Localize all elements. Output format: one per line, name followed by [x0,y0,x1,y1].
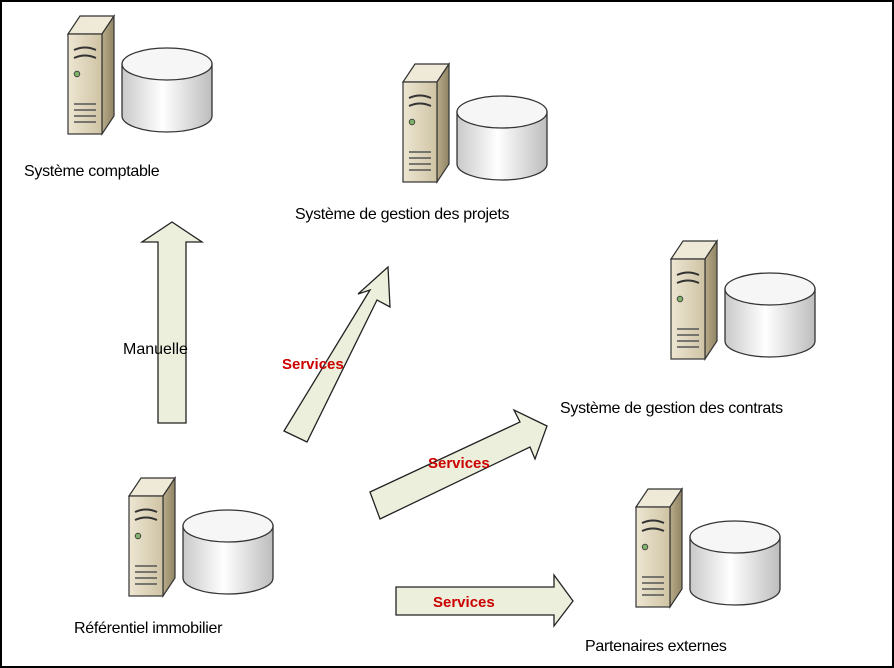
server-icon-referentiel [128,477,274,597]
arrow-manuelle [139,221,205,424]
label-systeme-gestion-contrats: Système de gestion des contrats [560,400,783,417]
label-systeme-gestion-projets: Système de gestion des projets [295,206,510,223]
label-flow-services-partenaires: Services [433,594,495,611]
label-flow-services-projets: Services [282,356,344,373]
server-icon-contrats [670,240,816,360]
arrow-services-partenaires [395,573,574,628]
server-icon-partenaires [635,488,781,608]
label-referentiel-immobilier: Référentiel immobilier [74,620,223,637]
label-partenaires-externes: Partenaires externes [585,638,727,655]
arrow-services-contrats [369,408,548,520]
arrow-services-projets [283,265,391,443]
server-icon-comptable [67,15,213,135]
label-flow-services-contrats: Services [428,455,490,472]
server-icon-projets [402,63,548,183]
label-flow-manuelle: Manuelle [123,341,188,358]
label-systeme-comptable: Système comptable [24,163,160,180]
